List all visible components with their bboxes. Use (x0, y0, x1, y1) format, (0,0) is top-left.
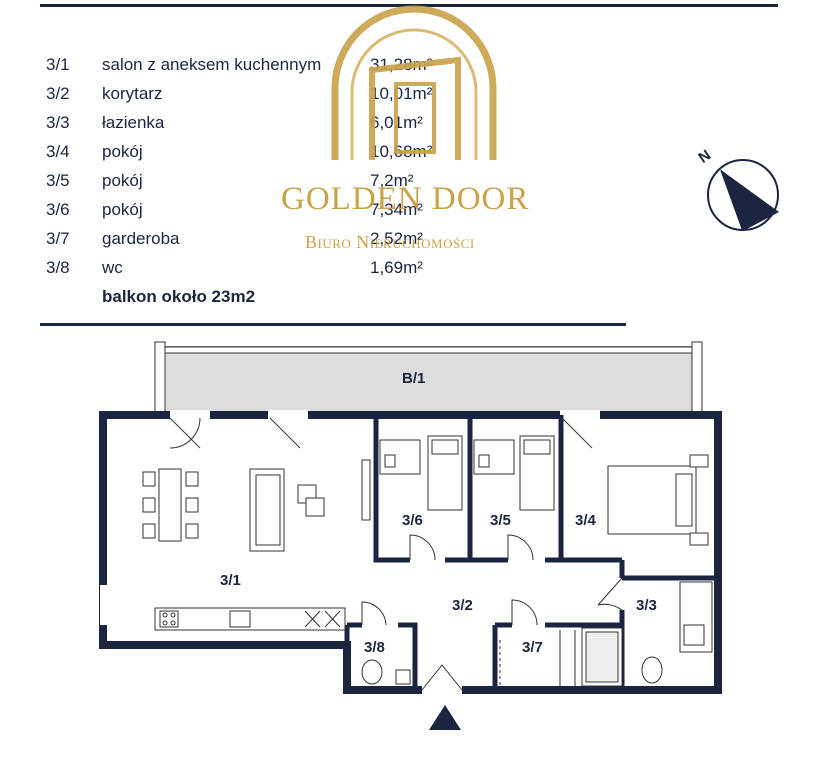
kitchen-counter (154, 607, 346, 631)
balcony-note: balkon około 23m2 (102, 287, 256, 306)
room-number: 3/2 (46, 84, 70, 103)
label-3-2: 3/2 (452, 597, 473, 614)
room-name: garderoba (102, 229, 180, 248)
room-3-4-furniture (607, 454, 709, 546)
tv-unit (361, 459, 371, 521)
room-number: 3/4 (46, 142, 70, 161)
watermark-subtitle: Biuro Nieruchomości (305, 232, 475, 252)
divider-rule (40, 323, 626, 326)
balcony-railing (159, 346, 698, 354)
label-3-4: 3/4 (575, 512, 597, 529)
balcony-area (159, 346, 698, 414)
room-name: pokój (102, 171, 143, 190)
room-name: pokój (102, 142, 143, 161)
room-area: 7,2m² (370, 171, 414, 190)
room-area: 2,52m² (370, 229, 423, 248)
watermark-title: GOLDEN DOOR (281, 181, 530, 217)
label-3-1: 3/1 (220, 572, 241, 589)
compass-north-label: N (695, 147, 714, 167)
room-3-6-furniture (379, 435, 463, 511)
room-name: salon z aneksem kuchennym (102, 55, 322, 74)
room-number: 3/1 (46, 55, 70, 74)
room-area: 1,69m² (370, 258, 423, 277)
room-number: 3/5 (46, 171, 70, 190)
room-area: 10,01m² (370, 84, 433, 103)
golden-door-logo (331, 5, 497, 160)
top-rule (40, 4, 778, 7)
room-number: 3/7 (46, 229, 70, 248)
room-name: łazienka (102, 113, 165, 132)
entrance-arrow-icon (429, 705, 461, 730)
label-3-7: 3/7 (522, 639, 543, 656)
label-3-6: 3/6 (402, 512, 423, 529)
balcony-label: B/1 (402, 370, 425, 387)
wc-fixtures (361, 659, 411, 685)
label-3-5: 3/5 (490, 512, 511, 529)
room-name: pokój (102, 200, 143, 219)
label-3-3: 3/3 (636, 597, 657, 614)
exterior-walls (99, 411, 722, 694)
label-3-8: 3/8 (364, 639, 385, 656)
interior-walls (344, 415, 718, 690)
room-area: 7,34m² (370, 200, 423, 219)
room-name: wc (102, 258, 123, 277)
door-swings (169, 417, 623, 691)
room-number: 3/8 (46, 258, 70, 277)
wardrobe-fixtures (499, 630, 576, 686)
compass-icon: N (695, 147, 779, 232)
room-name: korytarz (102, 84, 163, 103)
dining-set (142, 468, 199, 542)
room-number: 3/3 (46, 113, 70, 132)
sofa (249, 468, 325, 552)
room-number: 3/6 (46, 200, 70, 219)
room-3-5-furniture (473, 435, 555, 511)
bathroom-fixtures (581, 581, 713, 687)
